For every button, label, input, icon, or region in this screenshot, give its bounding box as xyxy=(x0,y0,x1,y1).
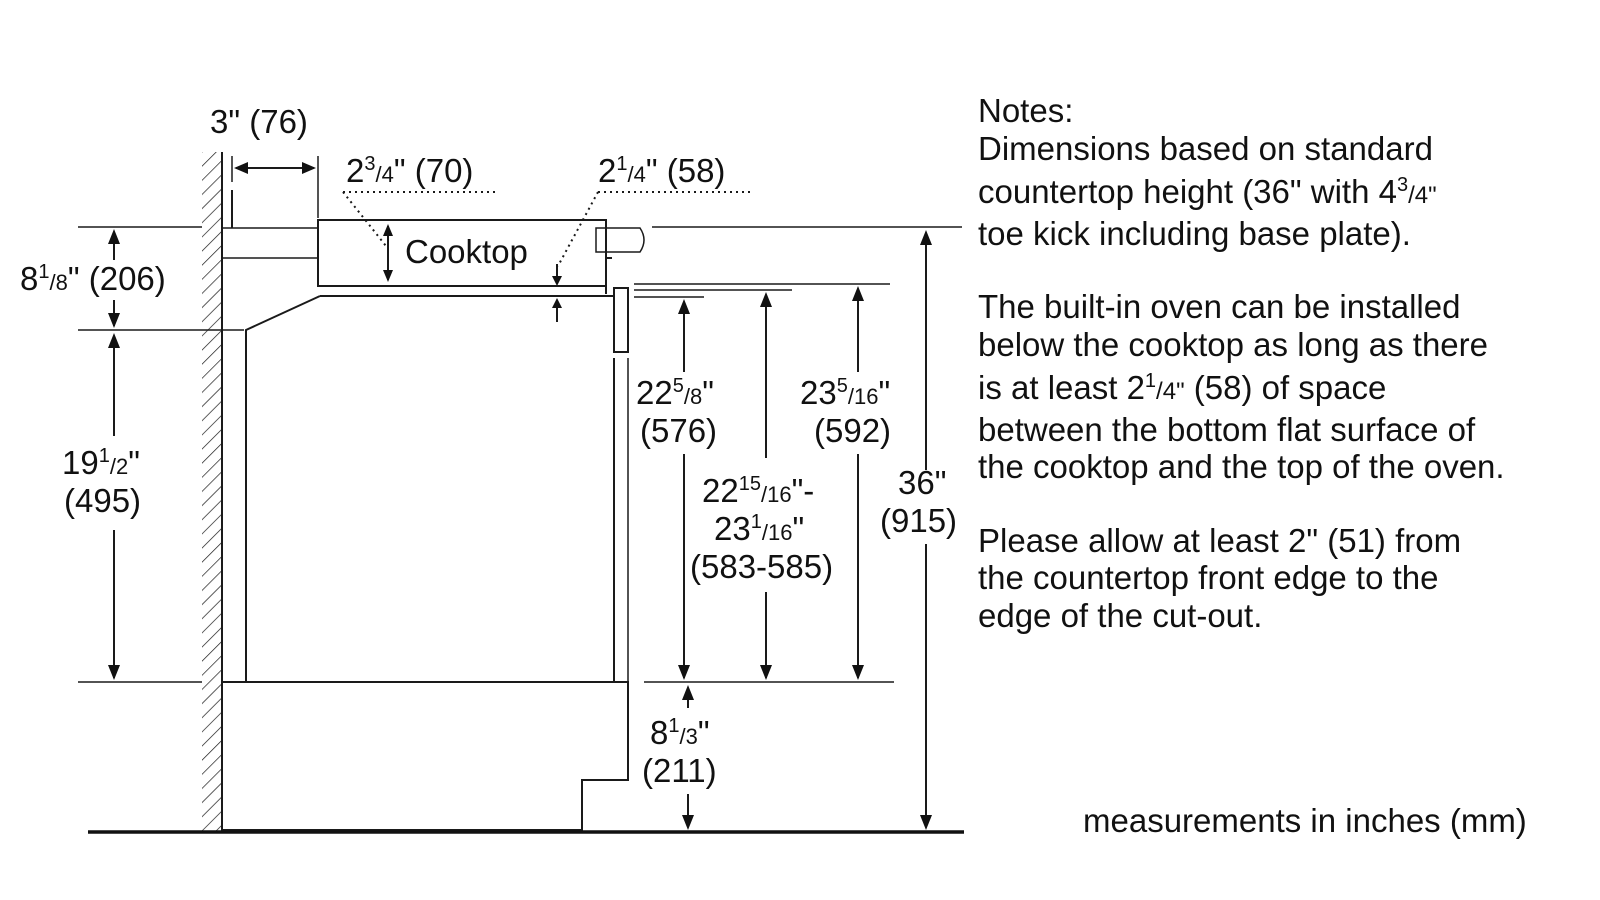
dim-total-height-mm: (915) xyxy=(880,502,957,539)
notes-p2-line1: The built-in oven can be installed xyxy=(978,288,1461,325)
notes-p3-line3: edge of the cut-out. xyxy=(978,596,1263,634)
dim-cutout-a-label: 225/8" xyxy=(636,374,714,411)
notes-p3-line1: Please allow at least 2" (51) from xyxy=(978,521,1462,559)
cooktop-label: Cooktop xyxy=(405,233,528,270)
dim-total-height xyxy=(920,230,932,830)
dim-oven-zone xyxy=(108,333,120,680)
dim-total-height-label: 36" xyxy=(898,464,946,501)
dim-top-zone xyxy=(108,229,120,328)
dim-cutout-b xyxy=(760,292,772,680)
back-wall xyxy=(202,152,223,832)
notes-heading: Notes: xyxy=(978,92,1074,129)
notes-p2-line3: is at least 21/4" (58) of space xyxy=(978,369,1387,406)
dim-cutout-b-line1: 2215/16"- xyxy=(702,472,814,509)
extension-lines xyxy=(78,226,962,683)
dim-plinth xyxy=(682,685,694,830)
dim-gap-min-label: 21/4" (58) xyxy=(598,152,725,189)
dim-side-clearance-label: 3" (76) xyxy=(210,103,308,140)
notes-p1-line2: countertop height (36" with 43/4" xyxy=(978,173,1437,210)
dim-cutout-b-line2: 231/16" xyxy=(714,510,804,547)
dim-cooktop-height xyxy=(342,191,498,282)
cooktop xyxy=(317,219,612,294)
notes-panel: Notes: Dimensions based on standard coun… xyxy=(978,92,1588,634)
dim-cooktop-height-label: 23/4" (70) xyxy=(346,152,473,189)
notes-p2-line5: the cooktop and the top of the oven. xyxy=(978,448,1505,485)
dim-plinth-mm: (211) xyxy=(642,752,717,789)
dim-cutout-b-mm: (583-585) xyxy=(690,548,833,585)
base-plinth xyxy=(221,681,629,831)
notes-p1-line3: toe kick including base plate). xyxy=(978,214,1411,252)
dim-side-clearance xyxy=(231,156,319,218)
notes-p1-line1: Dimensions based on standard xyxy=(978,129,1433,167)
dim-oven-zone-mm: (495) xyxy=(64,482,141,519)
dim-plinth-label: 81/3" xyxy=(650,714,710,751)
units-footer: measurements in inches (mm) xyxy=(1083,802,1527,839)
dim-cutout-a-mm: (576) xyxy=(640,412,717,449)
dim-top-zone-label: 81/8" (206) xyxy=(20,260,166,297)
notes-p2-line2: below the cooktop as long as there xyxy=(978,325,1489,363)
notes-p2-line4: between the bottom flat surface of xyxy=(978,410,1476,448)
dim-cutout-c-mm: (592) xyxy=(814,412,891,449)
dim-cutout-c xyxy=(852,286,864,680)
dim-cutout-c-label: 235/16" xyxy=(800,374,890,411)
oven-body xyxy=(222,287,629,683)
notes-p3-line2: the countertop front edge to the xyxy=(978,559,1439,596)
dim-gap-min xyxy=(552,191,752,322)
dim-oven-zone-label: 191/2" xyxy=(62,444,140,481)
dim-cutout-a xyxy=(678,299,690,680)
